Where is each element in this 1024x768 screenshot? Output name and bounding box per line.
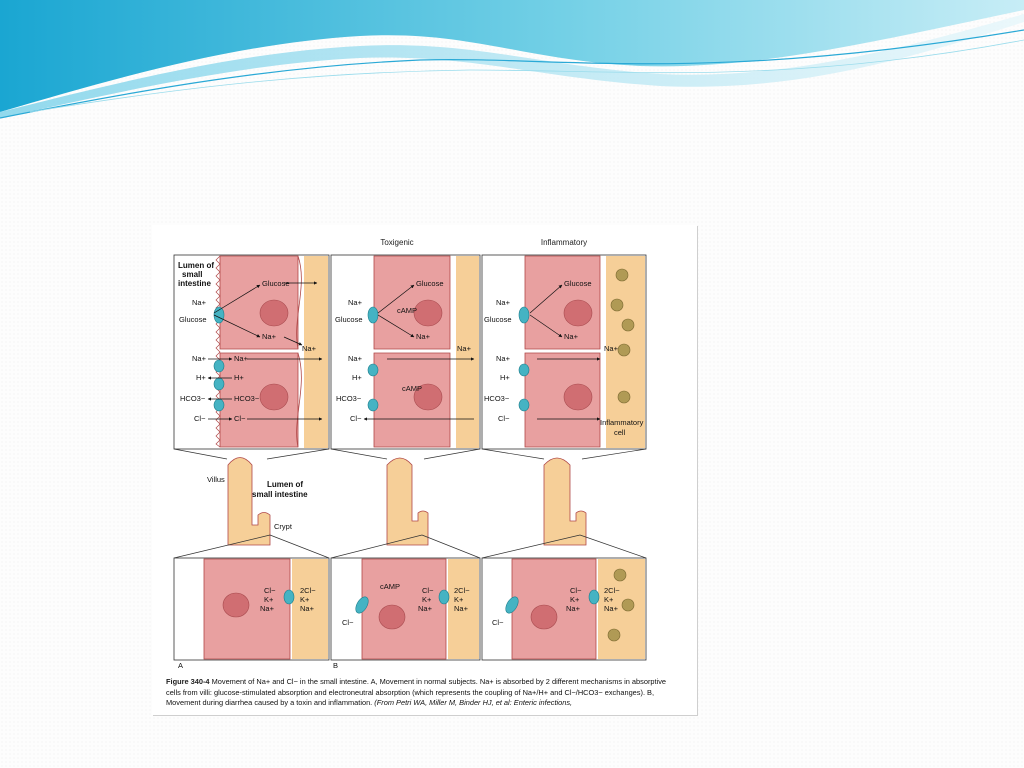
svg-text:Cl−: Cl−: [264, 586, 276, 595]
svg-text:2Cl−: 2Cl−: [454, 586, 470, 595]
top-panel-toxigenic: Na+ Glucose Glucose Na+ cAMP Na+ Na+ H+ …: [330, 254, 481, 450]
figure-diagram: Toxigenic Inflammatory Lumen of small in…: [173, 238, 647, 670]
svg-text:Crypt: Crypt: [274, 522, 293, 531]
svg-text:Cl−: Cl−: [194, 414, 206, 423]
inflammatory-cell-icon: [615, 268, 629, 282]
svg-text:Na+: Na+: [416, 332, 431, 341]
header-inflammatory: Inflammatory: [541, 238, 587, 247]
svg-text:K+: K+: [570, 595, 580, 604]
svg-text:Cl−: Cl−: [234, 414, 246, 423]
svg-text:K+: K+: [422, 595, 432, 604]
svg-text:Na+: Na+: [348, 298, 363, 307]
svg-text:Na+: Na+: [496, 354, 511, 363]
svg-text:Glucose: Glucose: [416, 279, 444, 288]
svg-text:Cl−: Cl−: [350, 414, 362, 423]
svg-text:H+: H+: [234, 373, 244, 382]
svg-text:cAMP: cAMP: [380, 582, 400, 591]
svg-text:K+: K+: [604, 595, 614, 604]
svg-text:Na+: Na+: [457, 344, 472, 353]
caption-text: Movement of Na+ and Cl− in the small int…: [166, 677, 667, 707]
panel-a-label: A: [178, 661, 183, 670]
svg-text:2Cl−: 2Cl−: [300, 586, 316, 595]
svg-text:K+: K+: [264, 595, 274, 604]
svg-text:H+: H+: [196, 373, 206, 382]
svg-text:Na+: Na+: [566, 604, 581, 613]
svg-text:Cl−: Cl−: [422, 586, 434, 595]
svg-text:Glucose: Glucose: [262, 279, 290, 288]
svg-text:Glucose: Glucose: [179, 315, 207, 324]
svg-text:Lumen of: Lumen of: [267, 480, 303, 489]
figure-caption: Figure 340-4 Movement of Na+ and Cl− in …: [166, 677, 676, 709]
svg-text:Na+: Na+: [234, 354, 249, 363]
figure-image: Toxigenic Inflammatory Lumen of small in…: [152, 225, 697, 715]
panel-b-label: B: [333, 661, 338, 670]
svg-text:HCO3−: HCO3−: [336, 394, 362, 403]
transporter: [213, 306, 225, 324]
top-panel-inflammatory: Na+ Glucose Glucose Na+ Na+ Na+ H+ HCO3−…: [481, 254, 647, 450]
svg-text:cAMP: cAMP: [402, 384, 422, 393]
inflammatory-cell-label: Inflammatory: [600, 418, 644, 427]
svg-text:HCO3−: HCO3−: [484, 394, 510, 403]
svg-text:H+: H+: [352, 373, 362, 382]
svg-text:2Cl−: 2Cl−: [604, 586, 620, 595]
svg-text:Cl−: Cl−: [570, 586, 582, 595]
svg-text:Na+: Na+: [300, 604, 315, 613]
villus-drawing-toxigenic: [330, 448, 481, 546]
svg-text:Na+: Na+: [604, 604, 619, 613]
svg-text:small intestine: small intestine: [252, 490, 308, 499]
svg-text:K+: K+: [454, 595, 464, 604]
lumen-top-label: Lumen of: [178, 261, 214, 270]
svg-text:Na+: Na+: [262, 332, 277, 341]
svg-text:H+: H+: [500, 373, 510, 382]
header-swoosh-decoration: [0, 0, 1024, 119]
svg-text:Cl−: Cl−: [492, 618, 504, 627]
svg-text:Na+: Na+: [604, 344, 619, 353]
svg-text:K+: K+: [300, 595, 310, 604]
svg-text:Na+: Na+: [454, 604, 469, 613]
svg-text:Na+: Na+: [348, 354, 363, 363]
svg-text:intestine: intestine: [178, 279, 211, 288]
villus-drawing-normal: Villus Lumen of small intestine Crypt: [173, 448, 330, 546]
svg-text:Cl−: Cl−: [498, 414, 510, 423]
svg-text:HCO3−: HCO3−: [180, 394, 206, 403]
figure-number: Figure 340-4: [166, 677, 210, 686]
svg-text:cell: cell: [614, 428, 626, 437]
top-panel-normal: Lumen of small intestine Na+ Glucose Glu…: [173, 254, 330, 450]
svg-text:small: small: [182, 270, 202, 279]
svg-text:Na+: Na+: [192, 354, 207, 363]
caption-source: (From Petri WA, Miller M, Binder HJ, et …: [374, 698, 573, 707]
header-toxigenic: Toxigenic: [380, 238, 413, 247]
svg-text:Na+: Na+: [564, 332, 579, 341]
svg-text:Na+: Na+: [496, 298, 511, 307]
bottom-panel-inflammatory: Cl− Cl− K+ Na+ 2Cl− K+ Na+: [481, 534, 647, 661]
svg-text:Glucose: Glucose: [564, 279, 592, 288]
bottom-panel-normal: Cl− K+ Na+ 2Cl− K+ Na+ A: [173, 534, 330, 670]
svg-text:Glucose: Glucose: [335, 315, 363, 324]
svg-text:Cl−: Cl−: [342, 618, 354, 627]
svg-text:Na+: Na+: [302, 344, 317, 353]
svg-text:Na+: Na+: [192, 298, 207, 307]
svg-text:HCO3−: HCO3−: [234, 394, 260, 403]
svg-text:Villus: Villus: [207, 475, 225, 484]
svg-text:cAMP: cAMP: [397, 306, 417, 315]
villus-drawing-inflammatory: [481, 448, 647, 546]
svg-text:Na+: Na+: [418, 604, 433, 613]
svg-text:Na+: Na+: [260, 604, 275, 613]
svg-text:Glucose: Glucose: [484, 315, 512, 324]
bottom-panel-toxigenic: Cl− cAMP Cl− K+ Na+ 2Cl− K+ Na+ B: [330, 534, 481, 670]
